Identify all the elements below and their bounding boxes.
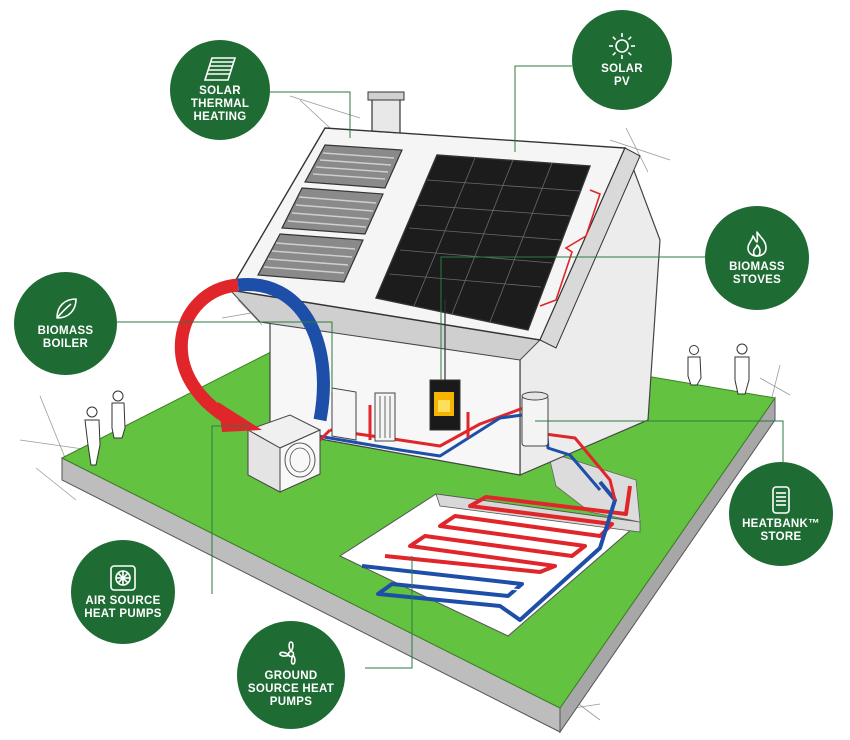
people — [84, 343, 750, 466]
badge-label-line-1: SOLAR — [601, 62, 643, 75]
badge-label-line-2: THERMAL — [190, 98, 250, 110]
badge-label-line-2: HEAT PUMPS — [84, 607, 162, 620]
sun-icon — [609, 32, 635, 59]
badge-label-line-1: BIOMASS — [729, 260, 785, 273]
badge-ground-source-heat-pumps: GROUND SOURCE HEAT PUMPS — [237, 621, 345, 729]
leaf-icon — [55, 298, 77, 319]
leader-lines — [117, 65, 784, 669]
propeller-icon — [279, 641, 296, 665]
badge-label-line-2: SOURCE HEAT — [247, 683, 335, 695]
badge-label-line-1: HEATBANK™ — [742, 517, 820, 530]
badge-label-line-3: PUMPS — [269, 696, 313, 708]
badge-biomass-stoves: BIOMASS STOVES — [705, 206, 809, 310]
heatbank-cylinder — [521, 391, 549, 447]
ground-loop-hot — [384, 485, 632, 574]
badge-label-line-1: SOLAR — [199, 85, 241, 97]
badge-solar-pv: SOLAR PV — [572, 10, 672, 110]
chimney-cap — [367, 91, 405, 101]
badge-label-line-2: BOILER — [42, 338, 89, 350]
badge-solar-thermal-heating: SOLAR THERMAL HEATING — [170, 40, 270, 140]
fan-unit-icon — [110, 564, 136, 591]
ground-loop-white — [373, 560, 534, 591]
air-source-heat-pump-unit — [246, 414, 322, 493]
trench — [547, 451, 641, 523]
pv-wiring — [539, 189, 601, 307]
solar-thermal-panel-icon — [203, 57, 237, 81]
radiator — [374, 392, 396, 442]
badge-heatbank-store: HEATBANK™ STORE — [729, 462, 833, 566]
badge-biomass-boiler: BIOMASS BOILER — [14, 272, 117, 375]
biomass-stove — [429, 300, 461, 431]
flame-icon — [747, 230, 767, 257]
badge-label-line-1: GROUND — [264, 670, 318, 682]
solar-pv-array — [375, 154, 591, 331]
badge-label-line-2: STOVES — [732, 273, 782, 286]
badge-label-line-2: STORE — [760, 530, 802, 543]
solar-thermal-collectors — [257, 144, 403, 283]
badge-label-line-1: AIR SOURCE — [85, 594, 161, 607]
badge-air-source-heat-pumps: AIR SOURCE HEAT PUMPS — [71, 540, 175, 644]
biomass-boiler-unit — [331, 387, 357, 441]
badge-label-line-2: PV — [614, 75, 630, 88]
badge-label-line-1: BIOMASS — [37, 325, 94, 337]
heat-flow-arrow — [174, 278, 330, 432]
roof-edge — [539, 147, 641, 349]
chimney — [371, 97, 401, 134]
badge-label-line-3: HEATING — [193, 111, 247, 123]
heatbank-cylinder-icon — [772, 485, 790, 514]
